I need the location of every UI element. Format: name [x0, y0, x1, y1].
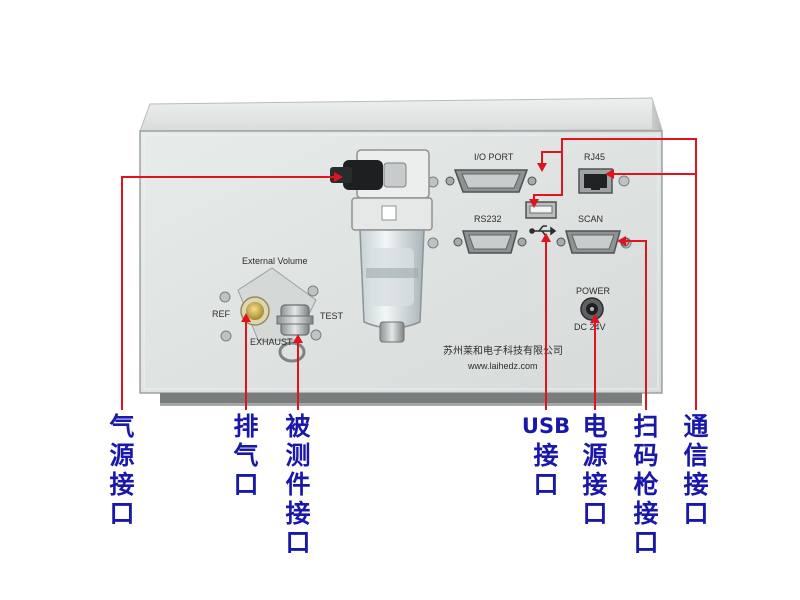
rs232-connector	[453, 230, 527, 254]
annotation-lines	[121, 138, 697, 410]
test-text: TEST	[320, 311, 344, 321]
io-port-connector	[445, 169, 537, 193]
usb-port-label: USB 接 口	[521, 414, 571, 499]
exhaust-text: EXHAUST	[250, 337, 293, 347]
comm-port-label: 通 信 接 口	[683, 412, 709, 528]
rj45-connector	[578, 168, 613, 194]
air-filter	[330, 149, 433, 343]
power-jack	[580, 297, 604, 321]
power-text: POWER	[576, 286, 611, 296]
scan-text: SCAN	[578, 214, 603, 224]
power-port-label: 电 源 接 口	[582, 412, 608, 528]
io-port-text: I/O PORT	[474, 152, 514, 162]
exhaust-port-label: 排 气 口	[233, 412, 259, 499]
rs232-text: RS232	[474, 214, 502, 224]
annotation-arrowheads	[241, 163, 626, 343]
test-port-label: 被 测 件 接 口	[285, 412, 311, 557]
scan-connector	[556, 230, 630, 254]
dc-text: DC 24V	[574, 322, 606, 332]
air-source-port-label: 气 源 接 口	[109, 412, 135, 528]
external-volume-text: External Volume	[242, 256, 308, 266]
ref-text: REF	[212, 309, 231, 319]
website-text: www.laihedz.com	[467, 361, 538, 371]
company-text: 苏州莱和电子科技有限公司	[443, 344, 563, 357]
rj45-text: RJ45	[584, 152, 605, 162]
scanner-port-label: 扫 码 枪 接 口	[633, 412, 659, 557]
